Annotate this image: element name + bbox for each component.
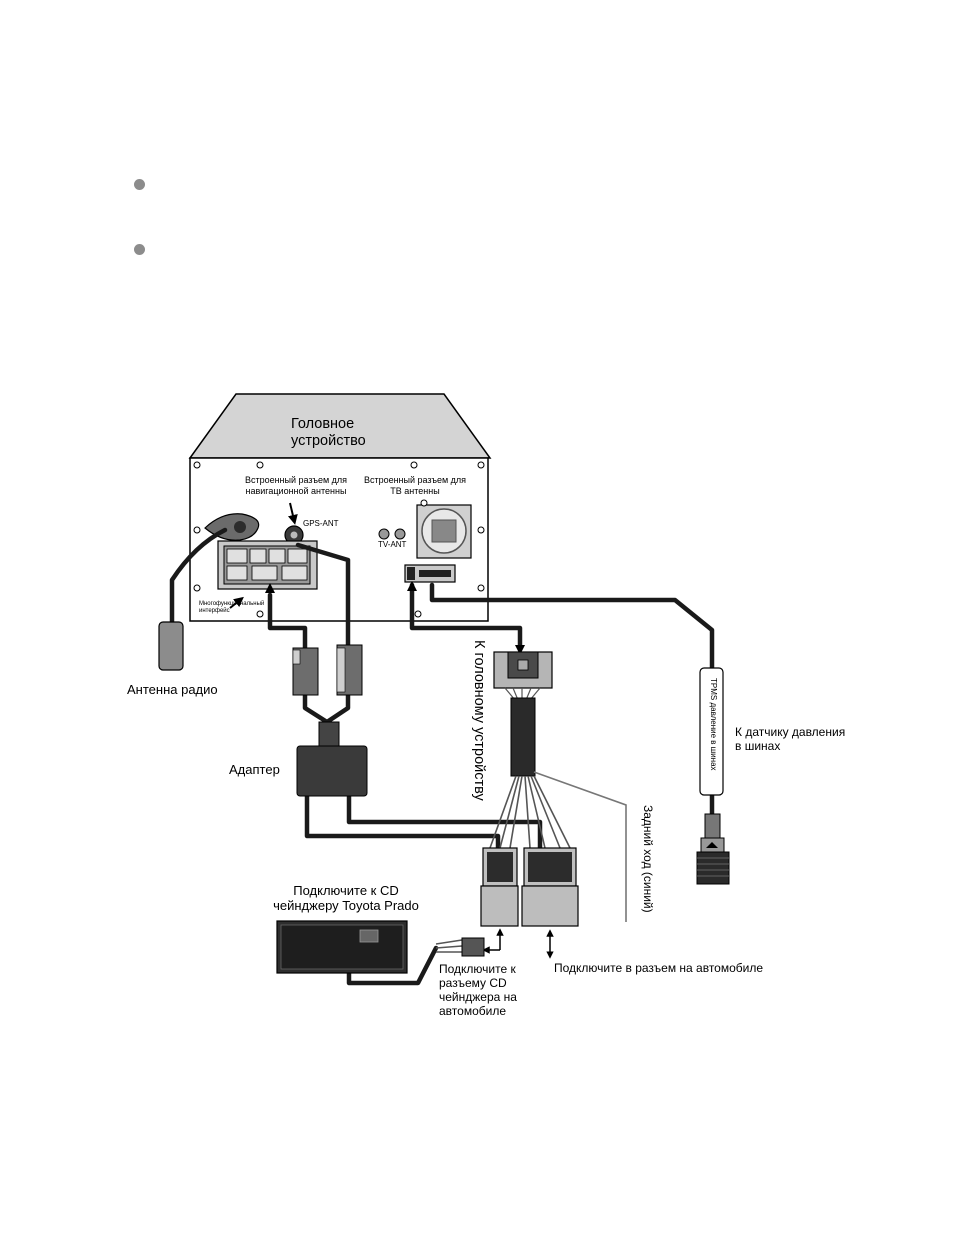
radio-antenna-label: Антенна радио <box>127 682 218 697</box>
tpms-plug <box>696 813 730 885</box>
bullet-point-1 <box>134 179 145 190</box>
adapter-box <box>318 721 340 749</box>
harness-connector-left-bottom <box>480 885 519 927</box>
tv-ant-connector-2 <box>394 528 406 540</box>
adapter-label: Адаптер <box>229 762 280 777</box>
pressure-sensor-label: К датчику давления в шинах <box>735 725 846 754</box>
bullet-point-2 <box>134 244 145 255</box>
reverse-label: Задний ход (синий) <box>641 805 655 913</box>
harness-connector-right-bottom <box>521 885 579 927</box>
adapter-body <box>296 745 368 797</box>
cd-changer-connect-label: Подключите к CD чейнджеру Toyota Prado <box>273 883 419 914</box>
cd-changer-car-plug <box>435 937 485 957</box>
to-head-unit-label: К головному устройству <box>471 640 487 801</box>
screws <box>193 461 485 618</box>
cd-changer-car-connect-label: Подключите к разъему CD чейнджера на авт… <box>439 962 517 1019</box>
tpms-module <box>699 667 724 796</box>
tpms-module-label: TPMS давление в шинах <box>709 678 718 771</box>
tv-antenna-connector-label: Встроенный разъем для ТВ антенны <box>363 475 467 496</box>
multi-interface-label: Многофункциональный интерфейс <box>199 601 265 615</box>
radio-antenna-plug <box>158 621 184 671</box>
tv-ant-connector-1 <box>378 528 390 540</box>
nav-antenna-connector-label: Встроенный разъем для навигационной анте… <box>244 475 348 496</box>
car-connector-label: Подключите в разъем на автомобиле <box>554 961 764 975</box>
tv-ant-label: TV-ANT <box>378 540 407 549</box>
harness-bundle <box>510 697 536 777</box>
gps-ant-label: GPS-ANT <box>303 519 339 528</box>
head-unit-label: Головное устройство <box>291 416 366 450</box>
